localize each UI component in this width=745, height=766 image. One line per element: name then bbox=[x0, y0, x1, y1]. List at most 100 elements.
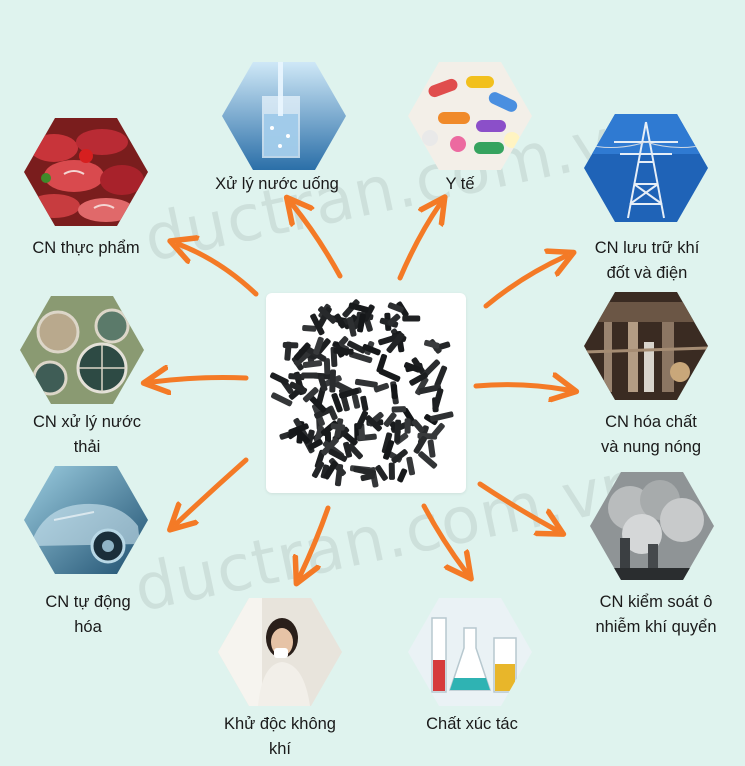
carbon-pellet bbox=[269, 372, 289, 385]
carbon-pellet bbox=[378, 368, 401, 382]
carbon-pellet bbox=[418, 384, 442, 395]
carbon-pellet bbox=[323, 358, 331, 375]
carbon-pellet bbox=[387, 302, 404, 313]
carbon-pellet bbox=[391, 383, 398, 400]
carbon-pellet bbox=[429, 411, 454, 422]
carbon-pellet bbox=[318, 375, 328, 392]
carbon-pellet bbox=[330, 423, 346, 431]
carbon-pellet bbox=[331, 393, 343, 413]
carbon-pellet bbox=[333, 347, 354, 355]
arrow-to-catalyst bbox=[421, 503, 466, 572]
carbon-pellet bbox=[383, 440, 395, 460]
carbon-pellet bbox=[411, 419, 425, 433]
label-drinking-water: Xử lý nước uống bbox=[215, 175, 339, 193]
carbon-pellet bbox=[282, 341, 299, 349]
carbon-pellet bbox=[411, 357, 425, 374]
smokestack-icon bbox=[590, 472, 714, 580]
carbon-pellets-icon bbox=[269, 299, 454, 488]
carbon-pellet bbox=[329, 369, 337, 393]
carbon-pellet bbox=[424, 339, 440, 349]
carbon-pellet bbox=[362, 343, 381, 356]
carbon-pellet bbox=[355, 410, 369, 430]
carbon-pellet bbox=[293, 349, 312, 367]
carbon-pellet bbox=[307, 439, 323, 451]
carbon-pellet bbox=[381, 432, 393, 454]
carbon-pellet bbox=[302, 387, 319, 403]
arrow-to-drinking-water bbox=[292, 204, 343, 279]
carbon-pellet bbox=[314, 449, 326, 469]
carbon-pellet bbox=[394, 419, 402, 443]
carbon-pellet bbox=[427, 439, 436, 458]
activated-carbon-pellets-image bbox=[266, 293, 466, 493]
carbon-pellet bbox=[404, 418, 411, 434]
carbon-pellet bbox=[415, 377, 429, 396]
carbon-pellet bbox=[418, 451, 438, 469]
carbon-pellet bbox=[406, 456, 416, 476]
arrow-to-gas-storage bbox=[483, 256, 566, 309]
carbon-pellet bbox=[288, 373, 305, 381]
carbon-pellet bbox=[354, 378, 378, 388]
carbon-pellet bbox=[328, 448, 348, 462]
carbon-pellet bbox=[347, 443, 363, 460]
carbon-pellet bbox=[314, 406, 332, 419]
label-medical: Y tế bbox=[445, 175, 475, 193]
carbon-pellet bbox=[309, 395, 327, 413]
carbon-pellet bbox=[318, 306, 337, 324]
power-tower-icon bbox=[584, 114, 708, 222]
label-gas-storage: CN lưu trữ khí đốt và điện bbox=[594, 239, 700, 282]
carbon-pellet bbox=[311, 461, 325, 478]
carbon-pellet bbox=[360, 395, 369, 412]
carbon-pellet bbox=[360, 472, 375, 482]
label-food: CN thực phẩm bbox=[32, 239, 140, 257]
chemical-plant-icon bbox=[584, 292, 708, 400]
carbon-pellet bbox=[302, 325, 317, 332]
carbon-pellet bbox=[314, 425, 324, 443]
carbon-pellet bbox=[397, 468, 408, 483]
carbon-pellet bbox=[323, 460, 338, 480]
carbon-pellet bbox=[343, 441, 353, 458]
label-chemical: CN hóa chất và nung nóng bbox=[600, 413, 701, 456]
carbon-pellet bbox=[383, 412, 397, 427]
label-wastewater: CN xử lý nước thải bbox=[32, 413, 142, 456]
carbon-pellet bbox=[386, 332, 405, 354]
carbon-pellet bbox=[373, 382, 390, 393]
carbon-pellet bbox=[271, 392, 293, 407]
carbon-pellet bbox=[347, 340, 366, 354]
carbon-pellet bbox=[432, 388, 444, 411]
carbon-pellet bbox=[375, 465, 388, 481]
carbon-pellet bbox=[430, 423, 445, 440]
carbon-pellet bbox=[334, 463, 344, 487]
carbon-pellet bbox=[349, 351, 373, 364]
carbon-pellet bbox=[321, 437, 339, 456]
carbon-pellet bbox=[289, 381, 308, 394]
carbon-pellet bbox=[310, 313, 325, 336]
carbon-pellet bbox=[387, 313, 401, 326]
label-automotive: CN tự động hóa bbox=[45, 593, 131, 636]
carbon-pellet bbox=[348, 302, 369, 313]
carbon-pellet bbox=[422, 359, 441, 377]
carbon-pellet bbox=[409, 372, 428, 386]
carbon-pellet bbox=[347, 316, 357, 337]
arrow-to-air-pollution bbox=[477, 481, 556, 530]
carbon-pellet bbox=[338, 387, 360, 399]
arrow-to-food bbox=[178, 244, 259, 297]
carbon-pellet bbox=[391, 406, 407, 413]
carbon-pellet bbox=[403, 362, 421, 373]
carbon-pellet bbox=[301, 372, 318, 379]
carbon-pellet bbox=[391, 449, 408, 464]
carbon-pellet bbox=[388, 462, 395, 480]
carbon-pellet bbox=[434, 365, 448, 388]
carbon-pellet bbox=[317, 306, 332, 328]
arrow-to-air-detox bbox=[300, 505, 331, 576]
arrow-to-automotive bbox=[176, 457, 249, 524]
label-air-pollution: CN kiểm soát ô nhiễm khí quyển bbox=[595, 593, 717, 636]
carbon-pellet bbox=[378, 333, 402, 346]
arrow-to-medical bbox=[397, 204, 440, 281]
carbon-pellet bbox=[302, 360, 323, 368]
carbon-pellet bbox=[357, 313, 366, 333]
carbon-pellet bbox=[376, 353, 388, 373]
carbon-pellet bbox=[334, 313, 346, 329]
arrow-to-wastewater bbox=[152, 378, 249, 383]
